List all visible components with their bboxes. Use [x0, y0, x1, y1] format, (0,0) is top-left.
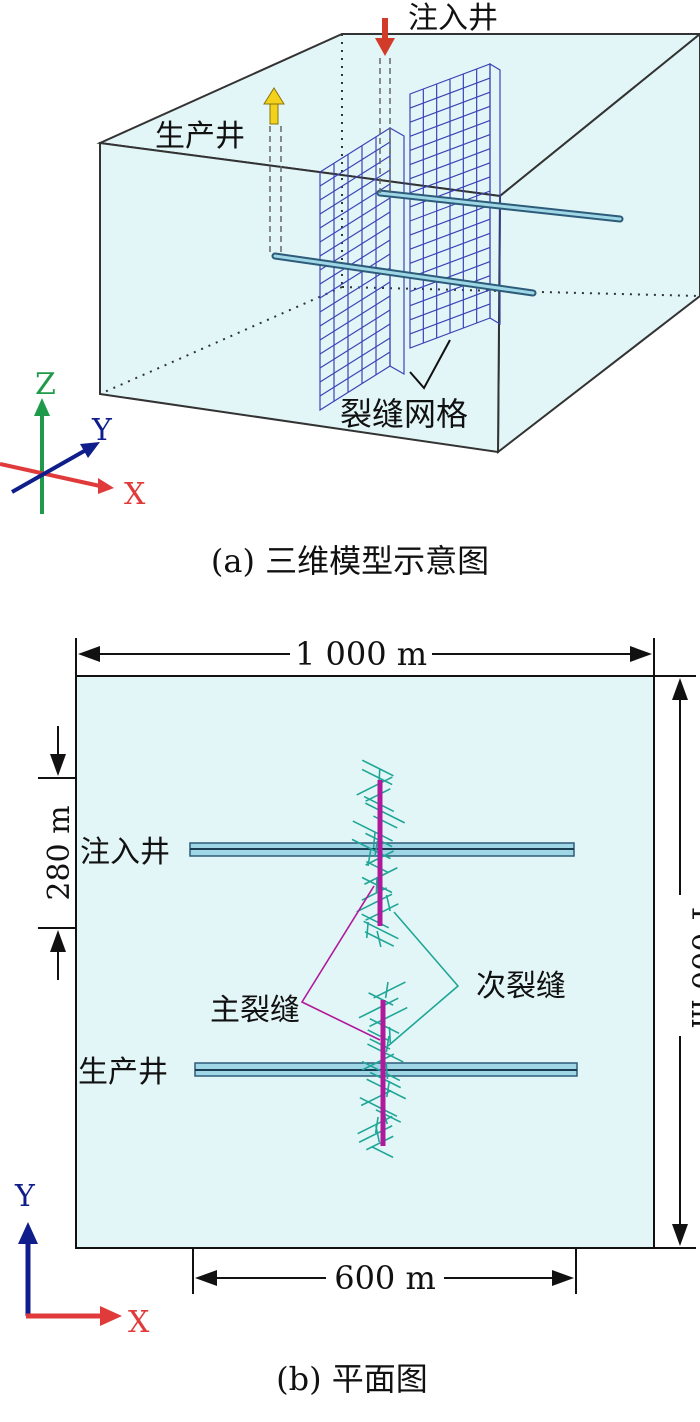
production-well-label-a: 生产井	[155, 119, 245, 154]
production-well-3d	[269, 126, 537, 297]
injection-well-label-a: 注入井	[408, 1, 498, 36]
main-fracture-label: 主裂缝	[210, 993, 300, 1028]
panel-a-3d-model: 注入井 生产井 裂缝网格 Z Y X (a) 三维模型示意图	[0, 1, 700, 580]
main-fracture-leader	[300, 885, 381, 1041]
axes-2d: Y X	[14, 1179, 150, 1340]
axis-z-label-a: Z	[35, 367, 56, 402]
fracture-grid-front	[319, 126, 405, 412]
caption-a: (a) 三维模型示意图	[211, 542, 489, 580]
secondary-fracture-leader	[387, 911, 460, 1047]
axes-3d: Z Y X	[0, 367, 146, 514]
panel-b-plan-view: 1 000 m 1 000 m 280 m	[14, 635, 700, 1398]
axis-y-label-a: Y	[91, 413, 113, 448]
production-arrow-icon	[263, 87, 285, 125]
fracture-grid-leader	[409, 339, 451, 390]
width-dimension-label: 1 000 m	[295, 635, 427, 673]
axis-y-label-b: Y	[14, 1179, 36, 1214]
fracture-grid-label: 裂缝网格	[340, 395, 468, 433]
production-well-label-b: 生产井	[78, 1055, 168, 1090]
axis-x-label-a: X	[124, 477, 146, 512]
well-length-dimension	[192, 1248, 577, 1294]
secondary-fracture-label: 次裂缝	[476, 969, 566, 1004]
fracture-grid-back	[409, 62, 501, 349]
injection-arrow-icon	[375, 18, 395, 56]
caption-b: (b) 平面图	[276, 1360, 428, 1398]
well-length-dimension-label: 600 m	[334, 1259, 436, 1297]
height-dimension-label: 1 000 m	[684, 904, 700, 1028]
width-dimension	[75, 638, 655, 676]
injection-well-label-b: 注入井	[80, 835, 170, 870]
injection-well-3d	[376, 58, 624, 223]
spacing-dimension	[38, 726, 76, 980]
axis-x-label-b: X	[128, 1305, 150, 1340]
box-front-face	[99, 141, 502, 454]
height-dimension	[654, 675, 696, 1249]
spacing-dimension-label: 280 m	[42, 805, 77, 900]
